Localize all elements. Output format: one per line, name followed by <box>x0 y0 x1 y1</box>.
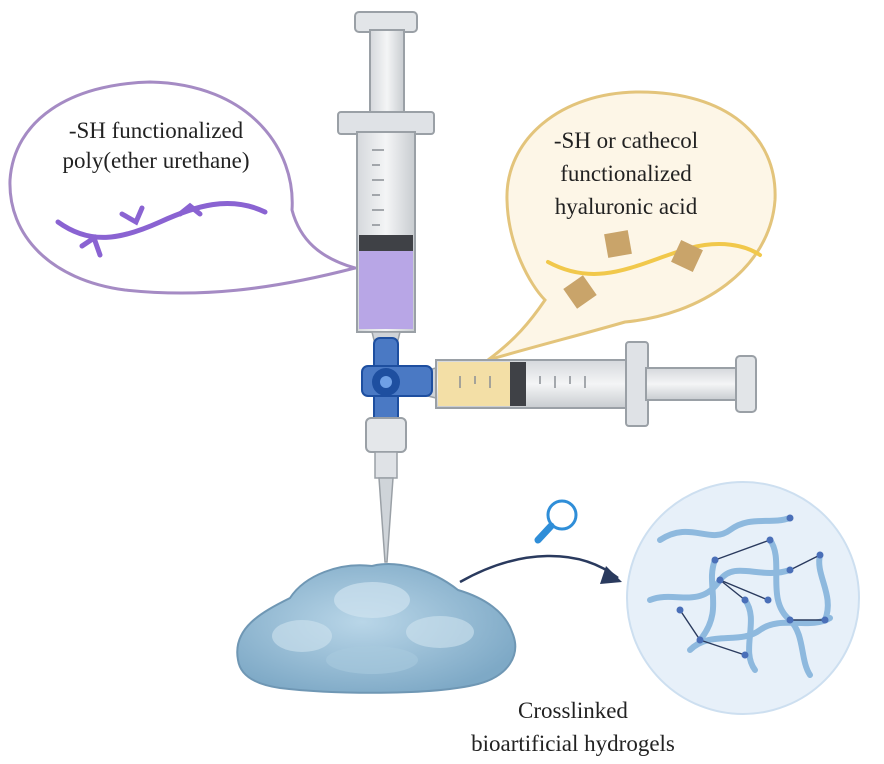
peu-label: -SH functionalized poly(ether urethane) <box>30 116 282 176</box>
peu-label-line1: -SH functionalized <box>68 118 244 143</box>
ha-speech-bubble <box>487 90 777 362</box>
stopcock-valve <box>361 337 433 431</box>
zoom-arrow <box>459 554 622 584</box>
ha-label-line2: functionalized <box>560 161 692 186</box>
hydrogel-blob <box>236 563 517 694</box>
ha-label: -SH or cathecol functionalized hyaluroni… <box>520 124 732 223</box>
horizontal-syringe <box>419 341 757 427</box>
vertical-syringe <box>337 11 435 349</box>
ha-label-line1: -SH or cathecol <box>553 128 699 153</box>
needle <box>365 417 407 563</box>
peu-label-line2: poly(ether urethane) <box>62 148 250 173</box>
ha-polymer-chain <box>546 230 762 309</box>
ha-label-line3: hyaluronic acid <box>554 194 698 219</box>
hydrogel-network-zoom <box>626 481 860 715</box>
magnifier-icon <box>534 499 578 544</box>
peu-polymer-chain <box>55 200 268 258</box>
hydrogel-label-line1: Crosslinked <box>518 698 628 723</box>
hydrogel-label-line2: bioartificial hydrogels <box>471 731 675 756</box>
hydrogel-label: Crosslinked bioartificial hydrogels <box>428 694 718 760</box>
peu-speech-bubble <box>8 80 361 295</box>
